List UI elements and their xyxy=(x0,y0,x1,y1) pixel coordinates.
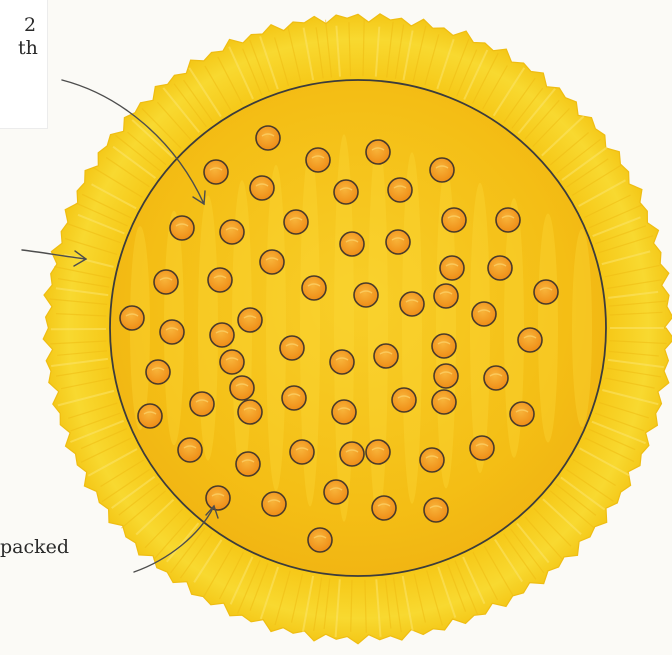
orange-particle-icon xyxy=(208,268,232,292)
orange-particle-icon xyxy=(138,404,162,428)
orange-particle-icon xyxy=(440,256,464,280)
orange-particle-icon xyxy=(534,280,558,304)
orange-particle-icon xyxy=(472,302,496,326)
orange-particle-icon xyxy=(400,292,424,316)
orange-particle-icon xyxy=(334,180,358,204)
orange-particle-icon xyxy=(190,392,214,416)
orange-particle-icon xyxy=(260,250,284,274)
orange-particle-icon xyxy=(518,328,542,352)
orange-particle-icon xyxy=(366,140,390,164)
orange-particle-icon xyxy=(434,284,458,308)
orange-particle-icon xyxy=(170,216,194,240)
orange-particle-icon xyxy=(256,126,280,150)
orange-particle-icon xyxy=(496,208,520,232)
orange-particle-icon xyxy=(250,176,274,200)
orange-particle-icon xyxy=(340,232,364,256)
orange-particle-icon xyxy=(430,158,454,182)
orange-particle-icon xyxy=(372,496,396,520)
inner-streak xyxy=(402,152,422,503)
orange-particle-icon xyxy=(510,402,534,426)
orange-particle-icon xyxy=(434,364,458,388)
orange-particle-icon xyxy=(442,208,466,232)
orange-particle-icon xyxy=(160,320,184,344)
orange-particle-icon xyxy=(484,366,508,390)
orange-particle-icon xyxy=(238,308,262,332)
orange-particle-icon xyxy=(206,486,230,510)
orange-particle-icon xyxy=(330,350,354,374)
orange-particle-icon xyxy=(302,276,326,300)
orange-particle-icon xyxy=(154,270,178,294)
orange-particle-icon xyxy=(220,220,244,244)
inner-streak xyxy=(470,183,490,473)
orange-particle-icon xyxy=(204,160,228,184)
orange-particle-icon xyxy=(324,480,348,504)
orange-particle-icon xyxy=(230,376,254,400)
orange-particle-icon xyxy=(290,440,314,464)
orange-particle-icon xyxy=(332,400,356,424)
orange-particle-icon xyxy=(120,306,144,330)
orange-particle-icon xyxy=(282,386,306,410)
orange-particle-icon xyxy=(354,283,378,307)
orange-particle-icon xyxy=(280,336,304,360)
orange-particle-icon xyxy=(146,360,170,384)
inner-streak xyxy=(572,229,592,427)
orange-particle-icon xyxy=(306,148,330,172)
orange-particle-icon xyxy=(220,350,244,374)
orange-particle-icon xyxy=(210,323,234,347)
orange-particle-icon xyxy=(340,442,364,466)
orange-particle-icon xyxy=(236,452,260,476)
inner-streak xyxy=(538,214,558,443)
orange-particle-icon xyxy=(432,390,456,414)
orange-particle-icon xyxy=(284,210,308,234)
orange-particle-icon xyxy=(420,448,444,472)
orange-particle-icon xyxy=(488,256,512,280)
inner-streak xyxy=(266,165,286,491)
orange-particle-icon xyxy=(432,334,456,358)
orange-particle-icon xyxy=(470,436,494,460)
orange-particle-icon xyxy=(238,400,262,424)
orange-particle-icon xyxy=(424,498,448,522)
orange-particle-icon xyxy=(308,528,332,552)
orange-particle-icon xyxy=(386,230,410,254)
orange-particle-icon xyxy=(374,344,398,368)
orange-particle-icon xyxy=(388,178,412,202)
orange-particle-icon xyxy=(366,440,390,464)
orange-particle-icon xyxy=(392,388,416,412)
orange-particle-icon xyxy=(178,438,202,462)
orange-particle-icon xyxy=(262,492,286,516)
